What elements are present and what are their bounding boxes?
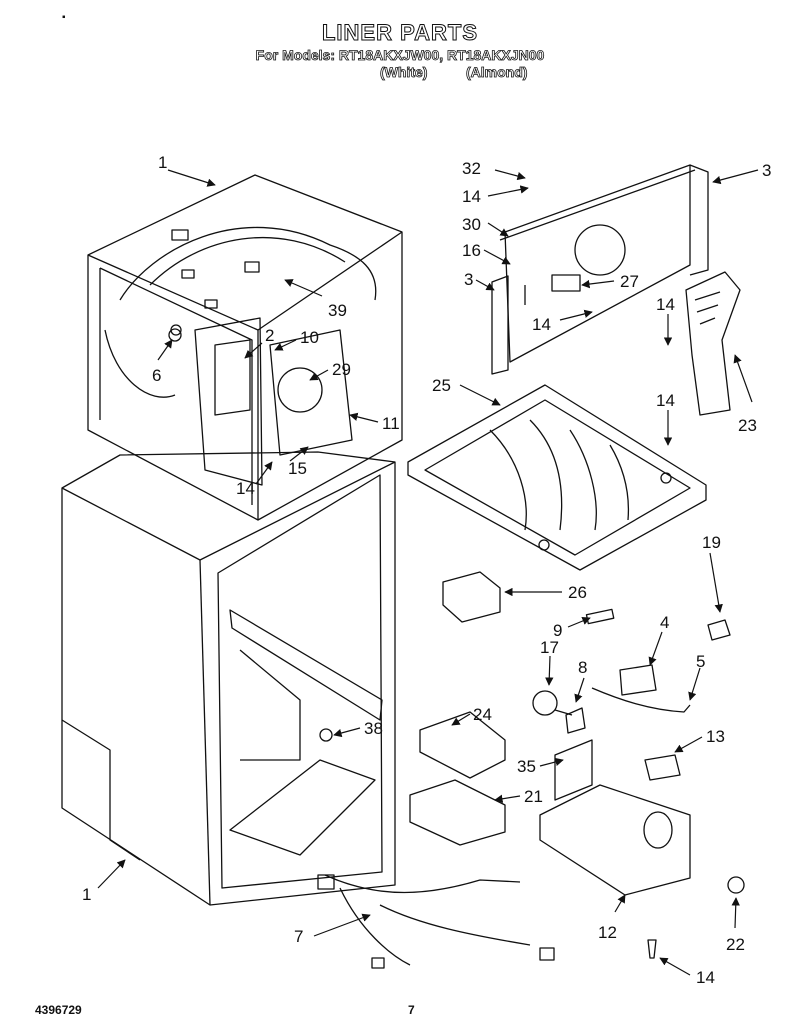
callout-3-right: 3 — [762, 161, 771, 180]
refrigerator-liner-drawing — [61, 451, 396, 906]
callout-7: 7 — [294, 927, 303, 946]
callout-32: 32 — [462, 159, 481, 178]
callout-39: 39 — [328, 301, 347, 320]
callout-21: 21 — [524, 787, 543, 806]
callout-4: 4 — [660, 613, 669, 632]
small-parts-drawing — [170, 324, 745, 969]
callout-numbers: 1 39 6 2 10 29 11 15 14 32 14 30 16 3 27… — [82, 153, 771, 987]
freezer-liner-drawing — [87, 174, 403, 521]
back-panel-drawing — [491, 164, 709, 375]
callout-8: 8 — [578, 658, 587, 677]
callout-12: 12 — [598, 923, 617, 942]
callout-14-top: 14 — [462, 187, 481, 206]
callout-14-panel: 14 — [532, 315, 551, 334]
callout-1-lower: 1 — [82, 885, 91, 904]
callout-13: 13 — [706, 727, 725, 746]
color-white-label: (White) — [380, 64, 428, 81]
callout-23: 23 — [738, 416, 757, 435]
callout-25: 25 — [432, 376, 451, 395]
callout-14-duct: 14 — [656, 295, 675, 314]
callout-9: 9 — [553, 621, 562, 640]
corner-mark: ▪ — [62, 12, 66, 23]
evaporator-cover-drawing — [407, 384, 707, 571]
callout-35: 35 — [517, 757, 536, 776]
callout-10: 10 — [300, 328, 319, 347]
models-line: For Models: RT18AKXJW00, RT18AKXJN00 — [255, 47, 545, 64]
callout-6: 6 — [152, 366, 161, 385]
callout-22: 22 — [726, 935, 745, 954]
air-duct-drawing — [685, 271, 741, 416]
callout-26: 26 — [568, 583, 587, 602]
color-almond-label: (Almond) — [466, 64, 528, 81]
callout-14-bottom: 14 — [696, 968, 715, 987]
callout-14-cover: 14 — [656, 391, 675, 410]
callout-leaders — [97, 169, 759, 976]
callout-29: 29 — [332, 360, 351, 379]
callout-27: 27 — [620, 272, 639, 291]
callout-3-left: 3 — [464, 270, 473, 289]
callout-16: 16 — [462, 241, 481, 260]
callout-24: 24 — [473, 705, 492, 724]
callout-5: 5 — [696, 652, 705, 671]
callout-14-freezer: 14 — [236, 479, 255, 498]
callout-2: 2 — [265, 326, 274, 345]
callout-19: 19 — [702, 533, 721, 552]
document-number: 4396729 — [35, 1003, 82, 1017]
callout-38: 38 — [364, 719, 383, 738]
callout-30: 30 — [462, 215, 481, 234]
callout-15: 15 — [288, 459, 307, 478]
page-title: LINER PARTS — [321, 20, 479, 46]
page-number: 7 — [408, 1003, 415, 1017]
callout-1-upper: 1 — [158, 153, 167, 172]
callout-11: 11 — [382, 414, 400, 433]
callout-17: 17 — [540, 638, 559, 657]
